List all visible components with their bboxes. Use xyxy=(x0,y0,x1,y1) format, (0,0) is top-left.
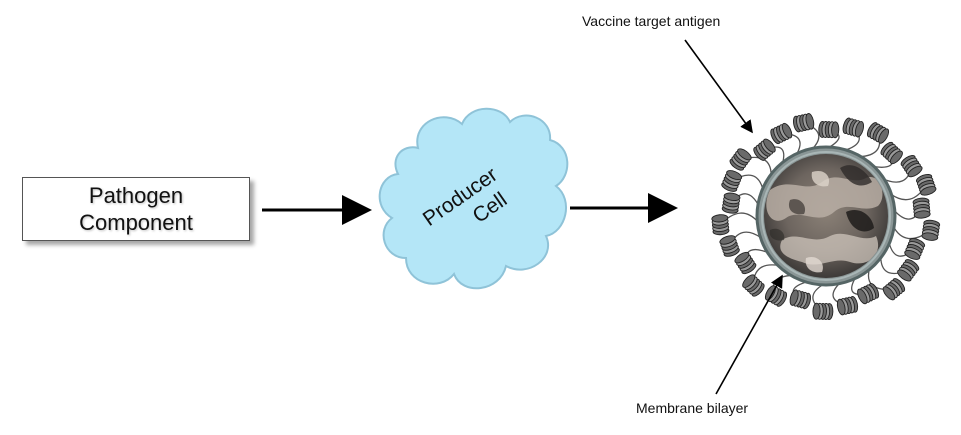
antigen-coil xyxy=(904,238,926,260)
antigen-coil xyxy=(711,214,730,236)
antigen-coil xyxy=(719,235,740,257)
antigen-coil xyxy=(857,282,880,305)
antigen-coil xyxy=(882,278,906,301)
antigen-coil xyxy=(812,302,834,321)
antigen-coil xyxy=(897,259,920,282)
membrane-bilayer-label: Membrane bilayer xyxy=(636,400,749,416)
vaccine-particle xyxy=(711,113,941,321)
vaccine-target-antigen-label: Vaccine target antigen xyxy=(582,13,721,29)
membrane-pointer-arrow xyxy=(715,274,783,395)
antigen-coil xyxy=(836,296,859,316)
core-texture xyxy=(766,165,883,273)
antigen-pointer-arrow xyxy=(684,39,753,134)
producer-cell-cloud xyxy=(378,107,569,290)
antigen-coil xyxy=(912,197,931,219)
antigen-coil xyxy=(842,117,864,138)
antigen-coil xyxy=(916,174,937,196)
antigen-coil xyxy=(742,274,765,297)
pathogen-box-line1: Pathogen xyxy=(88,183,184,208)
antigen-coil xyxy=(764,285,788,307)
antigen-coil xyxy=(729,148,752,171)
antigen-coil xyxy=(770,122,793,145)
antigen-coil xyxy=(721,192,741,214)
antigen-coil xyxy=(734,251,757,275)
antigen-coil xyxy=(880,141,903,165)
antigen-coil xyxy=(721,170,743,192)
antigen-coil xyxy=(900,154,923,178)
antigen-coil xyxy=(921,219,941,241)
antigen-coil xyxy=(753,138,776,161)
antigen-coil xyxy=(866,122,890,144)
antigen-coil xyxy=(789,289,811,310)
pathogen-component-box: Pathogen Component xyxy=(22,177,250,241)
pathogen-box-line2: Component xyxy=(79,210,193,235)
antigen-coil xyxy=(792,113,815,133)
antigen-coil xyxy=(818,120,840,139)
